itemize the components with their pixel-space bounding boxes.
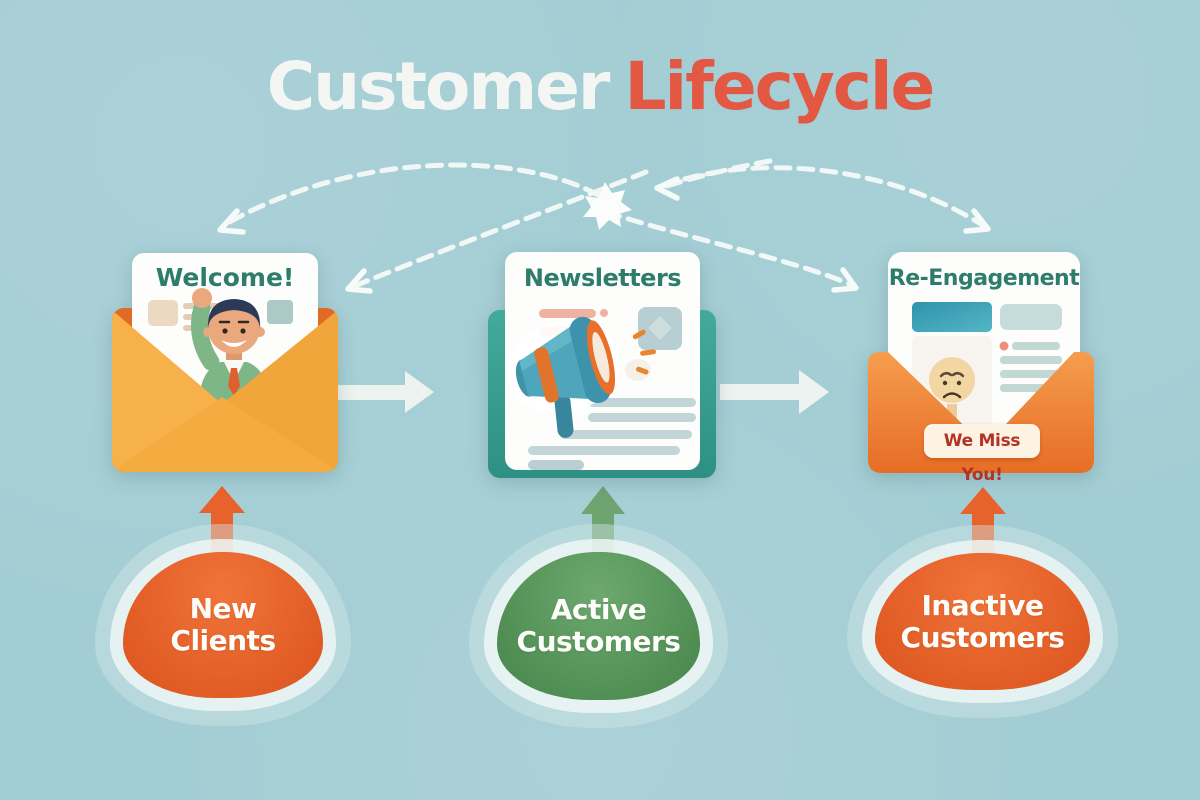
title-word-customer: Customer (266, 48, 611, 125)
blob-label-line1: Inactive (921, 588, 1044, 622)
dashed-arc-to-welcome (223, 162, 601, 227)
flow-arrow-right-icon (720, 370, 829, 414)
dashed-arcs (223, 158, 987, 290)
content-block (1000, 304, 1062, 330)
blob-label-line2: Customers (900, 620, 1065, 654)
dashed-arc-mid-right (603, 209, 855, 288)
arrowhead-icon (217, 208, 246, 235)
arrowhead-icon (345, 268, 373, 294)
arrowhead-icon (654, 176, 680, 201)
flow-arrow-right-icon (337, 371, 434, 413)
newsletters-card-title: Newsletters (523, 264, 682, 292)
dashed-arc-return (660, 158, 773, 190)
dashed-arrowheads (217, 176, 991, 294)
title-word-lifecycle: Lifecycle (624, 48, 935, 125)
up-arrow-icon (581, 486, 625, 566)
document-placeholder-content (528, 307, 696, 470)
megaphone-icon (506, 316, 622, 438)
blob-label: Inactive Customers (900, 588, 1065, 654)
blob-label-line2: Clients (170, 624, 276, 657)
welcome-card-title: Welcome! (155, 263, 295, 292)
sound-sparks-icon (632, 329, 657, 375)
stage-blob-active-customers: Active Customers (497, 552, 700, 700)
welcome-envelope-illustration (112, 253, 338, 472)
arrowhead-icon (963, 208, 991, 234)
blob-label: Active Customers (517, 594, 681, 658)
profile-header-block (912, 302, 992, 332)
dashed-arc-to-reengagement (660, 165, 987, 229)
reengagement-card-title: Re-Engagement (888, 266, 1080, 291)
stage-blob-new-clients: New Clients (123, 552, 323, 698)
up-arrow-icon (960, 487, 1006, 566)
arrowhead-icon (831, 267, 859, 293)
stage-blob-inactive-customers: Inactive Customers (875, 553, 1090, 690)
blob-label-line2: Customers (516, 625, 681, 658)
we-miss-you-badge: We Miss You! (924, 424, 1040, 485)
sparkle-icon (583, 182, 632, 230)
envelope-flaps (112, 310, 338, 472)
dashed-arc-mid-left (349, 169, 649, 290)
up-arrow-icon (199, 486, 245, 566)
blob-label: New Clients (170, 592, 276, 657)
newsletter-illustration (488, 252, 716, 478)
blob-label-line1: Active (550, 593, 647, 627)
blob-label-line1: New (189, 592, 257, 626)
